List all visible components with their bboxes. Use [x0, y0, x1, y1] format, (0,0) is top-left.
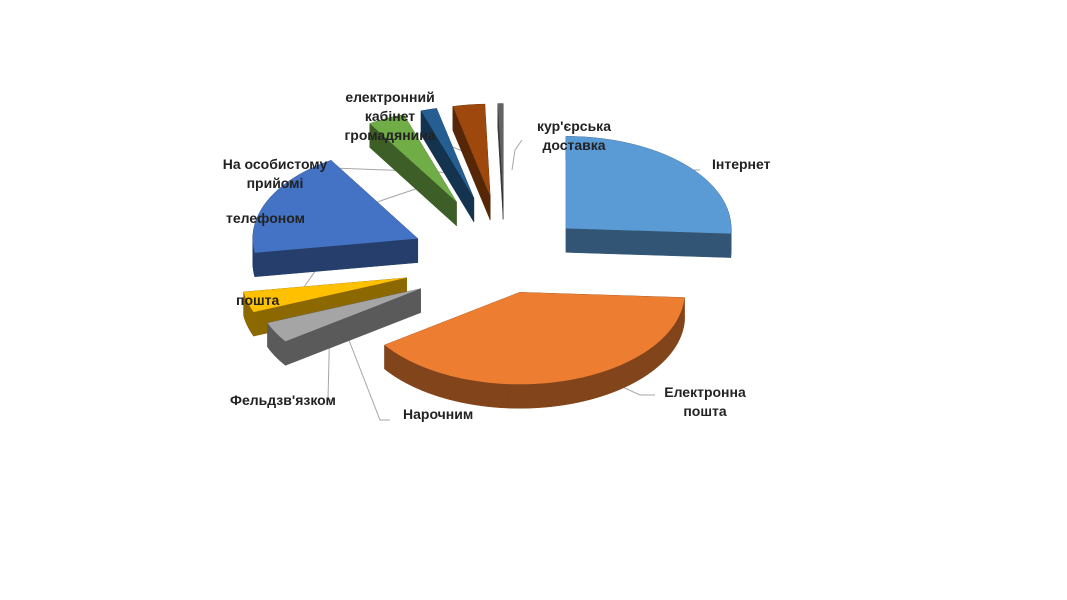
leader-line-courier-hand [344, 329, 390, 421]
pie-slice-7 [452, 103, 491, 221]
pie-slice-top [452, 104, 491, 197]
pie-slice-6 [420, 108, 475, 223]
label-personal: На особистому прийомі [222, 156, 328, 191]
label-courier: кур'єрська доставка [537, 118, 611, 153]
pie-slice-top [243, 277, 407, 313]
pie-slice-5 [369, 113, 457, 227]
pie-slice-1 [384, 291, 685, 409]
label-mail: пошта [236, 292, 280, 308]
pie-slice-top [566, 136, 732, 234]
label-email: Електронна пошта [664, 384, 746, 419]
label-feld: Фельдзв'язком [230, 392, 336, 408]
pie-slice-0 [565, 136, 732, 258]
label-courier-hand: Нарочним [403, 406, 474, 422]
pie-slice-top [252, 160, 418, 253]
label-phone: телефоном [226, 210, 305, 226]
pie-slice-4 [252, 159, 419, 278]
pie-slice-2 [267, 288, 421, 366]
label-cabinet: електронний кабінет громадянина [344, 89, 436, 143]
pie-slice-8 [497, 103, 504, 220]
pie-slice-top [369, 114, 457, 202]
pie-slice-top [421, 108, 474, 199]
pie-slice-top [267, 288, 421, 342]
pie-slice-top [384, 292, 685, 385]
leader-line-courier [511, 139, 523, 171]
label-internet: Інтернет [712, 156, 771, 172]
pie-slice-top [497, 103, 504, 196]
